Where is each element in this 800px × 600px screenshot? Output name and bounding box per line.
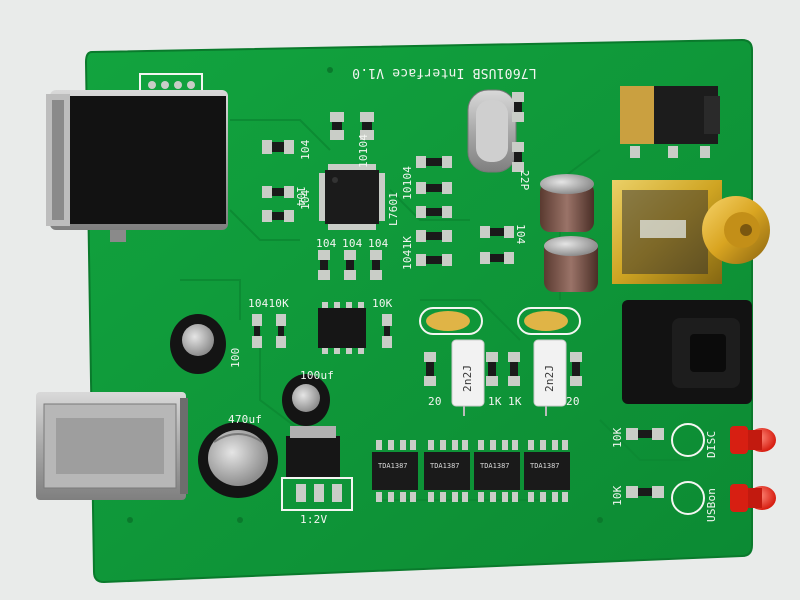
electrolytic-capacitors-brown [540,174,598,292]
silk-reg-label: 1:2V [300,513,328,526]
silk-2n2j-b: 2n2J [543,364,556,392]
usb-b-connector-top [46,90,228,242]
silk-104-d: 104 [316,237,337,250]
silk-10104: 10104 [357,133,370,168]
silk-470uf: 470uf [228,413,263,426]
silk-led-10k-b: 10K [611,485,624,506]
silk-104-c: 104 [294,186,307,207]
silk-1k-a: 1K [488,395,502,408]
film-capacitors [451,339,567,416]
silk-104-e: 104 [342,237,363,250]
silk-led-10k-a: 10K [611,427,624,448]
silk-2n2j-a: 2n2J [461,364,474,392]
dac-chips [372,440,570,502]
silk-led-usbon: USBon [705,487,718,522]
usb-b-connector-bottom [36,392,188,500]
optical-connector [622,300,752,404]
headphone-jack [620,86,720,158]
ceramic-capacitors-yellow [419,307,581,335]
silk-10104-b: 10104 [401,165,414,200]
silk-20-b: 20 [566,395,580,408]
silk-104-a: 104 [299,139,312,160]
silk-10k-a: 10K [372,297,393,310]
opamp-chip [318,302,366,354]
silk-100uf-b: 100uf [300,369,335,382]
electrolytic-capacitor-100uf-left [170,314,226,374]
silk-22p: 22P [518,170,531,191]
main-ic-chip [319,164,385,230]
crystal-oscillator [467,89,517,173]
smd-pads [252,92,524,348]
silk-20-a: 20 [428,395,442,408]
dac-chip-text-2: TDA1387 [430,462,460,470]
silk-1041k: 1041K [401,235,414,270]
silk-104-f: 104 [368,237,389,250]
board-title-label: L7601USB Interface V1.0 [352,65,537,80]
silk-1k-b: 1K [508,395,522,408]
dac-chip-text-4: TDA1387 [530,462,560,470]
voltage-regulator [281,426,353,511]
electrolytic-capacitor-100uf-middle [282,374,330,426]
led-usbon [730,484,776,512]
led-disc [730,426,776,454]
silk-led-disc: DISC [705,430,718,458]
silk-100-10: 100 [229,347,242,368]
silk-104-g: 104 [514,224,527,245]
silk-10410k: 10410K [248,297,289,310]
rca-connector [612,180,770,284]
dac-chip-text-3: TDA1387 [480,462,510,470]
electrolytic-capacitor-470uf [198,422,278,498]
dac-chip-text-1: TDA1387 [378,462,408,470]
silk-ic-main: L7601 [387,191,400,226]
